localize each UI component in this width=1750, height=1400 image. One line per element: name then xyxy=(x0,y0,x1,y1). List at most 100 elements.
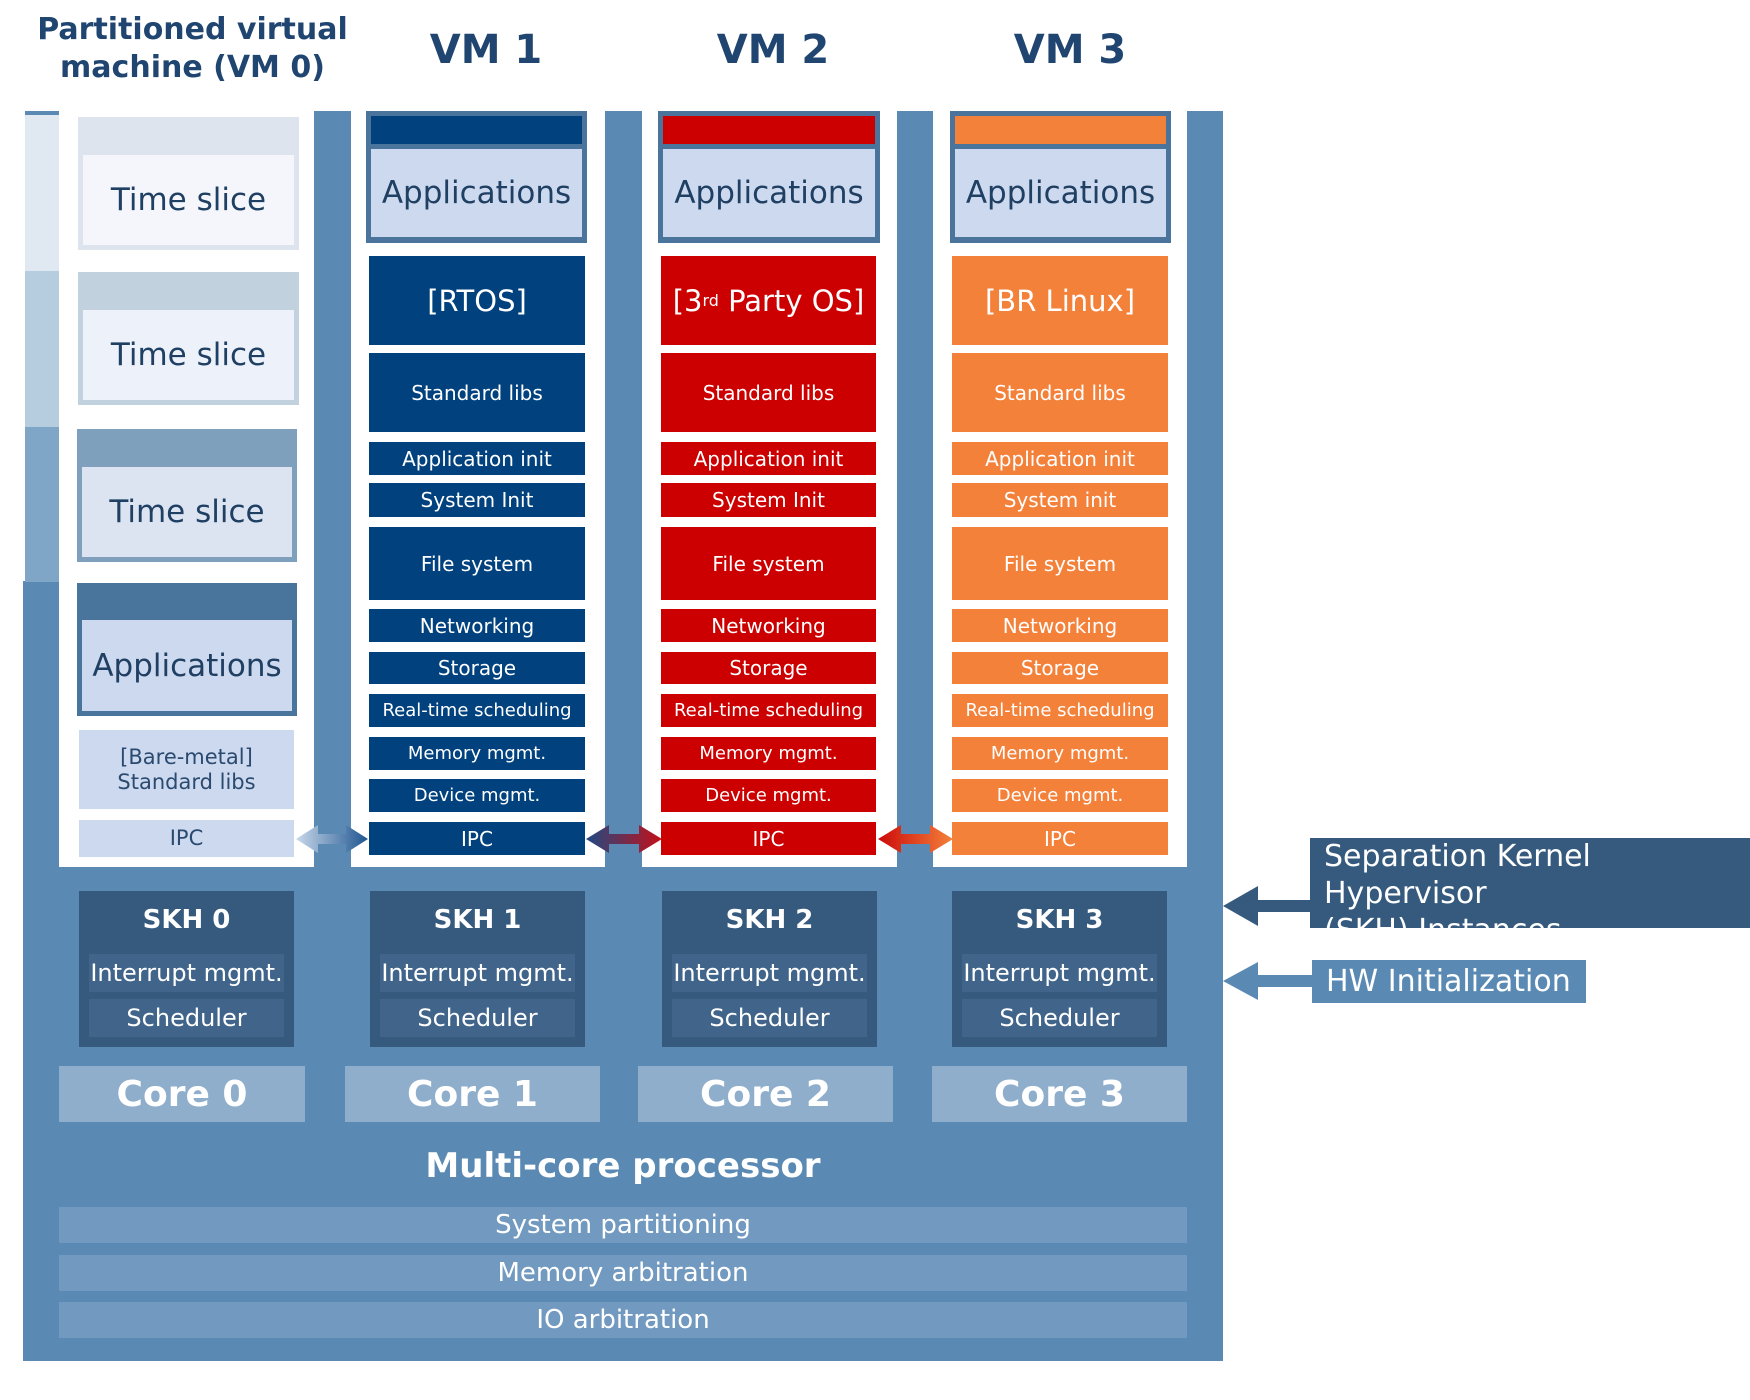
vm3-layer-real-time-scheduling: Real-time scheduling xyxy=(952,694,1168,727)
core-1: Core 1 xyxy=(345,1066,600,1122)
vm2-layer-system-init: System Init xyxy=(661,483,876,517)
skh-0-title: SKH 0 xyxy=(142,905,231,935)
vm0-stdlibs-line1: [Bare-metal] xyxy=(120,744,253,769)
callout-arrows xyxy=(1223,886,1312,1000)
vm1-layer-device-mgmt: Device mgmt. xyxy=(369,779,585,812)
vm0-standard-libs: [Bare-metal] Standard libs xyxy=(79,730,294,809)
processor-title: Multi-core processor xyxy=(425,1146,821,1186)
bar-memory-arbitration: Memory arbitration xyxy=(59,1255,1187,1291)
vm2-layer-storage: Storage xyxy=(661,652,876,684)
hw-init-arrow-icon xyxy=(1223,962,1312,1000)
hw-init-callout: HW Initialization xyxy=(1312,960,1586,1003)
time-slice-3-label: Time slice xyxy=(82,467,292,557)
vm3-color-band xyxy=(955,116,1166,144)
vm2-applications-label: Applications xyxy=(663,149,875,237)
vm1-layer-ipc: IPC xyxy=(369,822,585,855)
vm1-layer-file-system: File system xyxy=(369,527,585,600)
skh-3-scheduler: Scheduler xyxy=(962,999,1157,1037)
vm1-layer-standard-libs: Standard libs xyxy=(369,353,585,432)
vm1-applications: Applications xyxy=(366,111,587,243)
vm2-color-band xyxy=(663,116,875,144)
core-3: Core 3 xyxy=(932,1066,1187,1122)
vm2-layer-real-time-scheduling: Real-time scheduling xyxy=(661,694,876,727)
vm0-stdlibs-line2: Standard libs xyxy=(117,769,256,794)
vm3-os: [BR Linux] xyxy=(952,256,1168,345)
vm3-layer-file-system: File system xyxy=(952,527,1168,600)
ipc-arrow-vm2-vm3 xyxy=(878,825,953,853)
skh-3-box: SKH 3 Interrupt mgmt. Scheduler xyxy=(952,891,1167,1047)
vm1-layer-real-time-scheduling: Real-time scheduling xyxy=(369,694,585,727)
vm3-applications: Applications xyxy=(950,111,1171,243)
vm3-layer-standard-libs: Standard libs xyxy=(952,353,1168,432)
time-slice-3: Time slice xyxy=(77,429,297,562)
skh-2-title: SKH 2 xyxy=(725,905,814,935)
time-strip-3 xyxy=(25,427,61,582)
time-slice-2-label: Time slice xyxy=(83,310,294,400)
skh-0-scheduler: Scheduler xyxy=(89,999,284,1037)
time-slice-2: Time slice xyxy=(78,272,299,405)
skh-3-interrupt-mgmt: Interrupt mgmt. xyxy=(962,954,1157,992)
vm0-applications-label: Applications xyxy=(82,620,292,711)
board-top-cover xyxy=(23,111,25,581)
skh-callout-line1: Separation Kernel Hypervisor xyxy=(1324,839,1591,911)
vm2-layer-networking: Networking xyxy=(661,609,876,642)
vm1-header: VM 1 xyxy=(429,27,543,73)
vm1-color-band xyxy=(371,116,582,144)
vm3-applications-label: Applications xyxy=(955,149,1166,237)
vm2-layer-ipc: IPC xyxy=(661,822,876,855)
skh-2-box: SKH 2 Interrupt mgmt. Scheduler xyxy=(662,891,877,1047)
vm1-layer-system-init: System Init xyxy=(369,483,585,517)
time-strip-1 xyxy=(25,115,61,271)
skh-1-scheduler: Scheduler xyxy=(380,999,575,1037)
skh-2-scheduler: Scheduler xyxy=(672,999,867,1037)
vm1-os: [RTOS] xyxy=(369,256,585,345)
time-slice-1-label: Time slice xyxy=(83,155,294,245)
vm2-layer-memory-mgmt: Memory mgmt. xyxy=(661,737,876,770)
vm1-layer-memory-mgmt: Memory mgmt. xyxy=(369,737,585,770)
vm3-layer-system-init: System init xyxy=(952,483,1168,517)
core-2: Core 2 xyxy=(638,1066,893,1122)
ipc-arrow-vm1-vm2 xyxy=(586,825,662,853)
vm0-header-line1: Partitioned virtual xyxy=(37,12,348,47)
bar-system-partitioning: System partitioning xyxy=(59,1207,1187,1243)
vm2-applications: Applications xyxy=(658,111,880,243)
skh-callout-line2: (SKH) Instances xyxy=(1324,913,1562,948)
skh-3-title: SKH 3 xyxy=(1015,905,1104,935)
skh-0-box: SKH 0 Interrupt mgmt. Scheduler xyxy=(79,891,294,1047)
vm0-header-line2: machine (VM 0) xyxy=(60,50,325,85)
vm1-layer-storage: Storage xyxy=(369,652,585,684)
vm2-layer-device-mgmt: Device mgmt. xyxy=(661,779,876,812)
core-0: Core 0 xyxy=(59,1066,305,1122)
skh-2-interrupt-mgmt: Interrupt mgmt. xyxy=(672,954,867,992)
os-label-suffix: Party OS] xyxy=(718,283,865,318)
vm2-layer-file-system: File system xyxy=(661,527,876,600)
skh-1-box: SKH 1 Interrupt mgmt. Scheduler xyxy=(370,891,585,1047)
vm3-header: VM 3 xyxy=(1013,27,1127,73)
vm0-header: Partitioned virtual machine (VM 0) xyxy=(20,8,365,90)
skh-callout: Separation Kernel Hypervisor (SKH) Insta… xyxy=(1310,838,1750,948)
vm2-header: VM 2 xyxy=(716,27,830,73)
vm0-applications: Applications xyxy=(77,583,297,716)
skh-1-title: SKH 1 xyxy=(433,905,522,935)
os-label: [RTOS] xyxy=(427,283,527,318)
skh-arrow-icon xyxy=(1223,886,1312,926)
vm1-applications-label: Applications xyxy=(371,149,582,237)
skh-0-interrupt-mgmt: Interrupt mgmt. xyxy=(89,954,284,992)
vm1-layer-networking: Networking xyxy=(369,609,585,642)
vm3-layer-memory-mgmt: Memory mgmt. xyxy=(952,737,1168,770)
skh-1-interrupt-mgmt: Interrupt mgmt. xyxy=(380,954,575,992)
vm3-layer-ipc: IPC xyxy=(952,822,1168,855)
vm1-layer-application-init: Application init xyxy=(369,442,585,475)
bar-io-arbitration: IO arbitration xyxy=(59,1302,1187,1338)
os-label: [BR Linux] xyxy=(984,283,1136,318)
time-strip-2 xyxy=(25,271,61,427)
vm3-layer-device-mgmt: Device mgmt. xyxy=(952,779,1168,812)
vm0-ipc: IPC xyxy=(79,820,294,857)
vm3-layer-application-init: Application init xyxy=(952,442,1168,475)
vm3-layer-networking: Networking xyxy=(952,609,1168,642)
ipc-arrow-vm0-vm1 xyxy=(296,825,368,853)
vm2-layer-standard-libs: Standard libs xyxy=(661,353,876,432)
vm2-layer-application-init: Application init xyxy=(661,442,876,475)
